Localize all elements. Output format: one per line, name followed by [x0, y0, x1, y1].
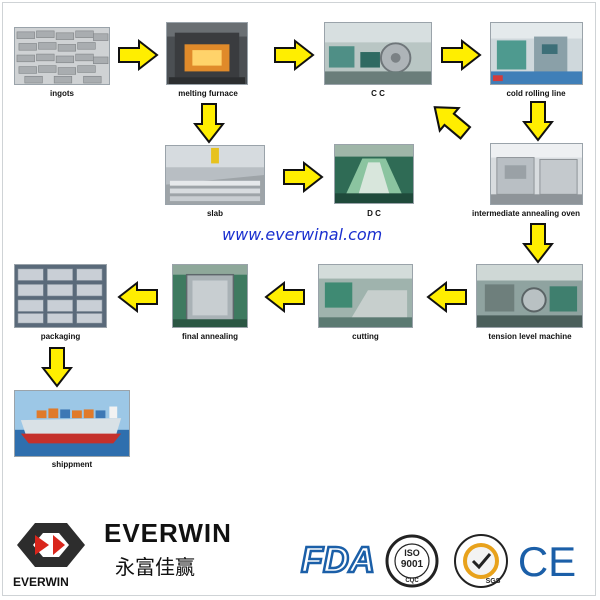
- step-label-final-annealing: final annealing: [181, 332, 238, 341]
- svg-text:9001: 9001: [401, 559, 424, 570]
- step-label-ingots: ingots: [50, 89, 74, 98]
- arrow-right-icon: [282, 161, 324, 193]
- step-label-dc: D C: [367, 209, 381, 218]
- arrow-right-icon: [273, 39, 315, 71]
- arrow-right-icon: [117, 39, 159, 71]
- shippment-photo: [14, 390, 130, 457]
- step-label-melting-furnace: melting furnace: [178, 89, 238, 98]
- fda-logo-icon: FDA: [298, 538, 378, 578]
- ingots-photo: [14, 27, 110, 85]
- dc-photo: [334, 144, 414, 204]
- svg-text:FDA: FDA: [301, 539, 375, 578]
- cutting-photo: [318, 264, 413, 328]
- arrow-right-icon: [440, 39, 482, 71]
- everwin-logo-icon: [13, 521, 89, 569]
- step-label-cold-rolling-line: cold rolling line: [506, 89, 566, 98]
- step-label-packaging: packaging: [40, 332, 81, 341]
- packaging-photo: [14, 264, 107, 328]
- brand-chinese-name: 永富佳赢: [115, 555, 195, 579]
- svg-text:CQC: CQC: [405, 578, 419, 584]
- step-label-shippment: shippment: [51, 460, 93, 469]
- svg-text:CE: CE: [518, 538, 576, 582]
- arrow-down-icon: [193, 102, 225, 144]
- logo-caption: EVERWIN: [13, 575, 69, 589]
- ce-mark-icon: CE: [516, 538, 578, 582]
- slab-photo: [165, 145, 265, 205]
- iso-9001-badge-icon: ISO 9001 CQC: [385, 534, 439, 588]
- sgs-badge-icon: SGS: [453, 533, 509, 589]
- step-label-cc: C C: [371, 89, 385, 98]
- melting-furnace-photo: [166, 22, 248, 85]
- step-label-tension-level-machine: tension level machine: [488, 332, 572, 341]
- arrow-left-icon: [264, 281, 306, 313]
- brand-name: EVERWIN: [104, 518, 232, 548]
- website-url[interactable]: www.everwinal.com: [222, 225, 383, 244]
- arrow-left-icon: [117, 281, 159, 313]
- final-annealing-photo: [172, 264, 248, 328]
- arrow-up-left-icon: [428, 103, 472, 140]
- step-label-slab: slab: [206, 209, 223, 218]
- cold-rolling-line-photo: [490, 22, 583, 85]
- arrow-down-icon: [41, 346, 73, 388]
- intermediate-annealing-oven-photo: [490, 143, 583, 205]
- svg-text:SGS: SGS: [486, 578, 501, 585]
- arrow-down-icon: [522, 222, 554, 264]
- arrow-down-icon: [522, 100, 554, 142]
- step-label-cutting: cutting: [352, 332, 379, 341]
- tension-level-machine-photo: [476, 264, 583, 328]
- arrow-left-icon: [426, 281, 468, 313]
- cc-photo: [324, 22, 432, 85]
- svg-text:ISO: ISO: [404, 548, 420, 558]
- step-label-intermediate-annealing-oven: intermediate annealing oven: [471, 209, 581, 218]
